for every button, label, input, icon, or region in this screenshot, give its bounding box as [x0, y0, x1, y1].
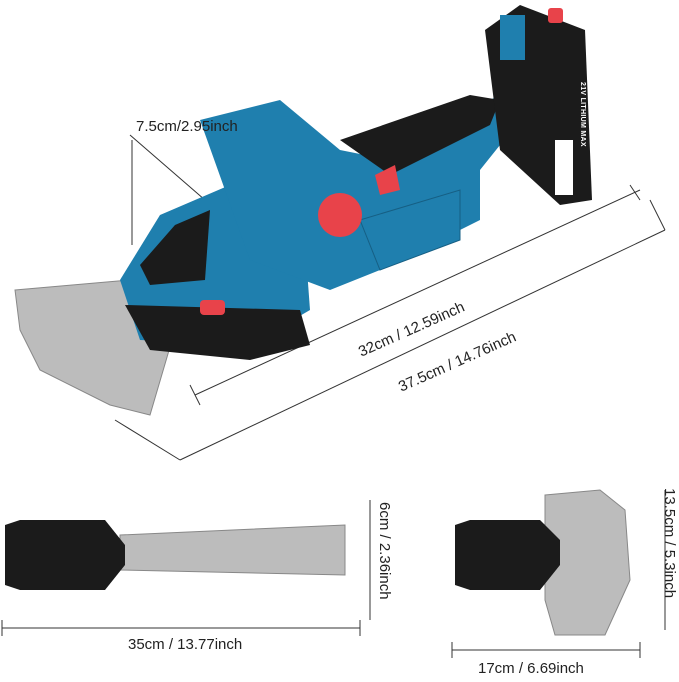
dimension-lines: [1, 134, 666, 658]
battery: [485, 5, 592, 205]
shear-blade-width-label: 17cm / 6.69inch: [478, 660, 584, 677]
shear-blade-height-label: 13.5cm / 5.3inch: [661, 488, 678, 599]
trimmer-body: [120, 95, 520, 360]
hedge-blade-length-label: 35cm / 13.77inch: [128, 636, 243, 653]
shear-attachment: [455, 489, 631, 636]
blade-height-label: 7.5cm/2.95inch: [136, 118, 238, 135]
battery-label: 21V LITHIUM MAX: [579, 82, 586, 147]
hedge-attachment: [5, 520, 346, 590]
hedge-blade-width-label: 6cm / 2.36inch: [376, 502, 393, 600]
